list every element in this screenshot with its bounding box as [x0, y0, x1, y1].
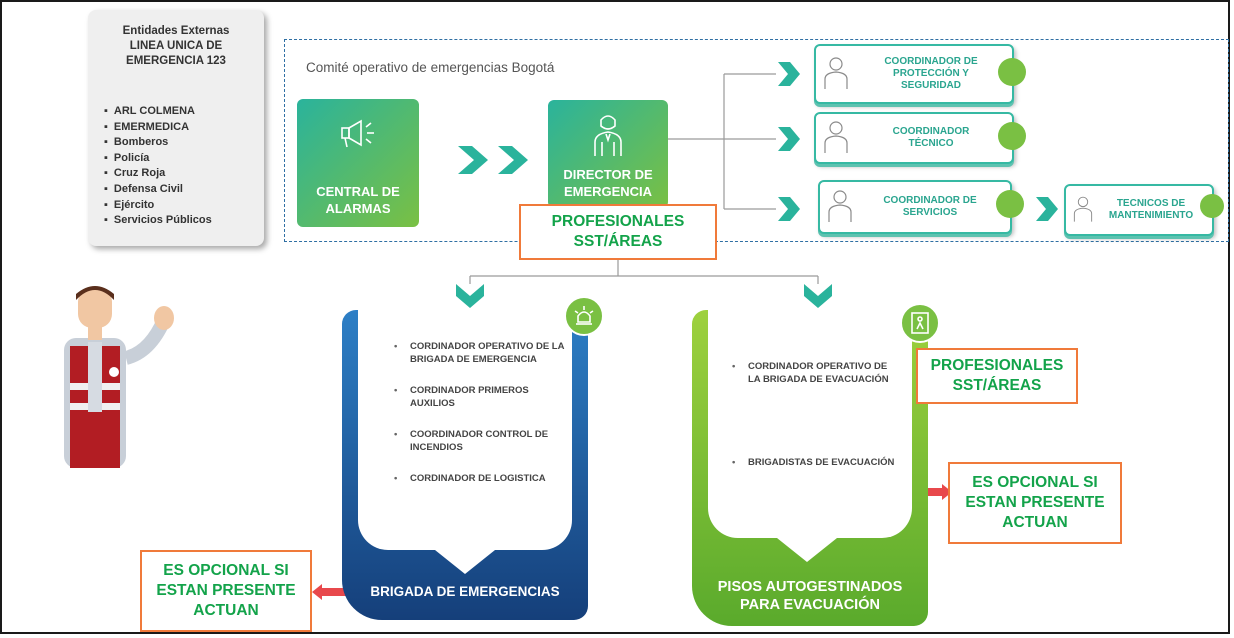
central-label-line: CENTRAL DE	[316, 184, 400, 199]
title-line: Entidades Externas	[122, 25, 230, 37]
brigade-evacuation-title: PISOS AUTOGESTINADOS PARA EVACUACIÓN	[692, 578, 928, 614]
list-item: Cruz Roja	[104, 166, 212, 182]
external-entities-list: ARL COLMENA EMERMEDICA Bomberos Policía …	[104, 104, 212, 229]
director-label-line: EMERGENCIA	[563, 184, 653, 199]
committee-box	[284, 39, 1229, 242]
presenter-illustration	[64, 286, 174, 468]
coordinator-label-line: SEGURIDAD	[900, 80, 961, 91]
optional-note-left: ES OPCIONAL SI ESTAN PRESENTE ACTUAN	[140, 550, 312, 632]
list-item: CORDINADOR OPERATIVO DE LA BRIGADA DE EM…	[394, 340, 574, 366]
note-line: ES OPCIONAL SI	[972, 474, 1098, 491]
megaphone-icon	[998, 58, 1026, 86]
brigade-evacuation-card	[708, 310, 912, 538]
person-icon	[824, 57, 848, 89]
list-item: Policía	[104, 151, 212, 167]
megaphone-icon	[998, 122, 1026, 150]
brigade-emergency-title: BRIGADA DE EMERGENCIAS	[370, 584, 560, 599]
brigade-emergency-list: CORDINADOR OPERATIVO DE LA BRIGADA DE EM…	[394, 340, 574, 503]
brigade-emergency-panel: CORDINADOR OPERATIVO DE LA BRIGADA DE EM…	[342, 310, 588, 620]
note-line: ESTAN PRESENTE	[965, 494, 1105, 511]
optional-note-right: ES OPCIONAL SI ESTAN PRESENTE ACTUAN	[948, 462, 1122, 544]
list-item: CORDINADOR PRIMEROS AUXILIOS	[394, 384, 574, 410]
committee-title: Comité operativo de emergencias Bogotá	[306, 60, 555, 75]
coordinator-protection-card: COORDINADOR DE PROTECCIÓN Y SEGURIDAD	[814, 44, 1026, 104]
professionals-box-lower: PROFESIONALES SST/ÁREAS	[916, 348, 1078, 404]
professionals-box-top: PROFESIONALES SST/ÁREAS	[519, 204, 717, 260]
title-line: LINEA UNICA DE	[129, 40, 223, 52]
professionals-line: PROFESIONALES	[551, 213, 685, 230]
coordinator-label-line: COORDINADOR DE	[884, 56, 978, 67]
director-tile: DIRECTOR DE EMERGENCIA	[548, 100, 668, 208]
professionals-line: SST/ÁREAS	[573, 233, 663, 250]
technicians-card: TECNICOS DE MANTENIMIENTO	[1064, 184, 1224, 236]
note-line: ES OPCIONAL SI	[163, 562, 289, 579]
title-line: PISOS AUTOGESTINADOS	[717, 579, 903, 595]
person-icon	[828, 190, 852, 222]
director-label-line: DIRECTOR DE	[563, 167, 653, 182]
list-item: CORDINADOR OPERATIVO DE LA BRIGADA DE EV…	[732, 360, 902, 386]
coordinator-label-line: COORDINADOR	[892, 126, 970, 137]
external-entities-card: Entidades Externas LINEA UNICA DE EMERGE…	[88, 10, 264, 246]
technicians-label-line: TECNICOS DE	[1116, 198, 1186, 209]
person-icon	[1073, 196, 1093, 222]
technicians-label-line: MANTENIMIENTO	[1108, 210, 1194, 221]
coordinator-label-line: SERVICIOS	[902, 207, 958, 218]
megaphone-icon	[996, 190, 1024, 218]
person-icon	[594, 115, 622, 156]
professionals-line: SST/ÁREAS	[952, 377, 1042, 394]
list-item: EMERMEDICA	[104, 120, 212, 136]
evacuation-icon	[900, 303, 940, 343]
note-line: ACTUAN	[193, 602, 259, 619]
external-entities-title: Entidades Externas LINEA UNICA DE EMERGE…	[88, 24, 264, 69]
note-line: ACTUAN	[1002, 514, 1068, 531]
person-icon	[824, 121, 848, 153]
brigade-evacuation-panel: CORDINADOR OPERATIVO DE LA BRIGADA DE EV…	[692, 310, 928, 626]
list-item: COORDINADOR CONTROL DE INCENDIOS	[394, 428, 574, 454]
coordinator-services-card: COORDINADOR DE SERVICIOS	[818, 180, 1024, 234]
alarm-light-icon	[564, 296, 604, 336]
professionals-line: PROFESIONALES	[930, 357, 1064, 374]
list-item: CORDINADOR DE LOGISTICA	[394, 472, 574, 485]
megaphone-icon	[1200, 194, 1224, 218]
central-label-line: ALARMAS	[325, 201, 391, 216]
coordinator-label-line: TÉCNICO	[908, 138, 954, 149]
card-pointer	[430, 546, 500, 574]
list-item: BRIGADISTAS DE EVACUACIÓN	[732, 456, 902, 469]
card-pointer	[772, 534, 842, 562]
title-line: PARA EVACUACIÓN	[740, 597, 880, 613]
list-item: Ejército	[104, 198, 212, 214]
coordinator-label-line: COORDINADOR DE	[883, 195, 977, 206]
list-item: ARL COLMENA	[104, 104, 212, 120]
coordinator-label-line: PROTECCIÓN Y	[893, 68, 969, 79]
list-item: Servicios Públicos	[104, 213, 212, 229]
title-line: EMERGENCIA 123	[126, 55, 226, 67]
list-item: Defensa Civil	[104, 182, 212, 198]
megaphone-icon	[341, 119, 374, 148]
note-line: ESTAN PRESENTE	[156, 582, 296, 599]
brigade-evacuation-list: CORDINADOR OPERATIVO DE LA BRIGADA DE EV…	[732, 360, 902, 487]
coordinator-technical-card: COORDINADOR TÉCNICO	[814, 112, 1026, 164]
central-alarm-tile: CENTRAL DE ALARMAS	[297, 99, 419, 227]
list-item: Bomberos	[104, 135, 212, 151]
